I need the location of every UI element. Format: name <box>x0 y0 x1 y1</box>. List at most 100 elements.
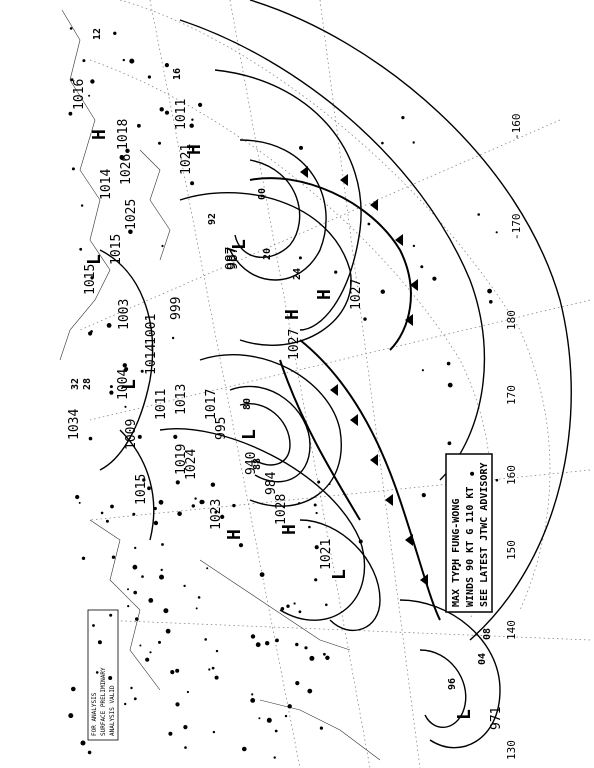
station-dot <box>109 613 113 617</box>
high-center-1014: 1014 <box>99 169 114 200</box>
station-dot <box>106 323 112 328</box>
station-dot <box>319 726 323 730</box>
isobar-label: 16 <box>172 68 183 80</box>
station-dot <box>122 58 126 62</box>
chart-header-block: FOR ANALYSIS SURFACE PRELIMINARY ANALYSI… <box>87 609 119 741</box>
header-line-1: FOR ANALYSIS <box>91 692 98 736</box>
station-dot <box>334 270 338 274</box>
svg-text:1014: 1014 <box>99 169 114 200</box>
station-dot <box>105 519 109 523</box>
typhoon-advisory-box: MAX TYPH FUNG-WONG WINDS 90 KT G 110 KT … <box>445 453 493 613</box>
svg-text:H: H <box>89 129 110 140</box>
pressure-value: 1015 <box>134 474 149 505</box>
station-dot <box>259 572 265 577</box>
longitude-label: -170 <box>510 214 523 241</box>
longitude-label: 180 <box>505 310 518 330</box>
advisory-line-3: SEE LATEST JTWC ADVISORY <box>479 463 490 608</box>
station-observations <box>68 27 499 759</box>
pressure-value: 1001 <box>144 314 159 345</box>
pressure-value: 1016 <box>72 79 87 110</box>
station-dot <box>309 655 315 661</box>
station-dot <box>68 713 74 719</box>
station-dot <box>80 740 86 746</box>
svg-text:1021: 1021 <box>319 539 334 570</box>
station-dot <box>127 588 129 591</box>
station-dot <box>284 714 288 718</box>
station-dot <box>280 607 285 611</box>
station-dot <box>242 746 247 752</box>
front-triangle <box>340 174 348 186</box>
station-dot <box>175 668 180 673</box>
station-dot <box>135 617 139 621</box>
svg-text:L: L <box>329 569 350 580</box>
station-dot <box>137 434 142 439</box>
station-dot <box>380 289 385 294</box>
station-dot <box>266 717 272 723</box>
svg-text:1011: 1011 <box>154 389 169 420</box>
svg-text:999: 999 <box>169 297 184 320</box>
station-dot <box>421 369 424 372</box>
station-dot <box>95 671 99 674</box>
station-dot <box>212 730 216 734</box>
station-dot <box>195 607 198 610</box>
station-dot <box>132 512 136 516</box>
station-dot <box>323 652 326 656</box>
isobar-label: 96 <box>447 678 458 690</box>
station-dot <box>142 478 146 482</box>
station-dot <box>90 79 95 84</box>
high-center-1024: 1024 <box>184 449 199 480</box>
station-dot <box>81 556 86 560</box>
low-center-1004: L 1004 <box>116 369 140 400</box>
station-dot <box>70 78 74 82</box>
station-dot <box>214 675 219 680</box>
svg-text:995: 995 <box>214 417 229 440</box>
station-dot <box>298 256 302 260</box>
station-dot <box>446 361 451 366</box>
pressure-value: 1019 <box>174 444 189 475</box>
svg-text:1023: 1023 <box>209 499 224 530</box>
station-dot <box>232 503 236 508</box>
station-dot <box>299 145 303 150</box>
svg-text:H: H <box>282 309 303 320</box>
station-dot <box>307 688 313 694</box>
front-triangle <box>370 199 378 211</box>
station-dot <box>88 331 93 336</box>
longitude-label: 170 <box>505 385 518 405</box>
station-dot <box>175 480 180 485</box>
station-dot <box>100 511 104 515</box>
station-dot <box>134 546 137 550</box>
station-dot <box>487 288 492 294</box>
station-dot <box>295 681 300 686</box>
station-dot <box>265 641 270 646</box>
station-dot <box>211 666 215 670</box>
station-dot <box>177 511 182 516</box>
svg-text:971: 971 <box>489 707 504 730</box>
station-dot <box>200 500 205 504</box>
station-dot <box>381 141 384 145</box>
station-dot <box>477 213 481 216</box>
high-center-1021: H 1021 <box>179 144 205 175</box>
header-line-3: ANALYSIS VALID <box>109 685 116 736</box>
station-dot <box>108 676 113 680</box>
station-dot <box>208 668 211 671</box>
station-dot <box>133 590 137 595</box>
station-dot <box>190 181 195 186</box>
station-dot <box>110 504 114 509</box>
station-dot <box>80 204 84 207</box>
station-dot <box>495 231 498 234</box>
isobar-label: 08 <box>482 628 493 640</box>
station-dot <box>367 222 371 226</box>
high-center-1023: H 1023 <box>209 499 245 540</box>
isobar-label: 88 <box>252 458 263 470</box>
svg-text:1028: 1028 <box>274 494 289 525</box>
station-dot <box>308 525 311 529</box>
front-triangle <box>405 314 413 326</box>
isobar-label: 12 <box>92 28 103 40</box>
svg-text:L: L <box>84 254 105 265</box>
station-dot <box>401 116 405 120</box>
isobar-labels: 12 16 20 24 28 32 08 04 00 96 92 88 80 <box>70 28 493 690</box>
station-dot <box>358 539 363 544</box>
station-dot <box>164 63 169 68</box>
high-center-1028: H 1028 <box>274 494 300 535</box>
